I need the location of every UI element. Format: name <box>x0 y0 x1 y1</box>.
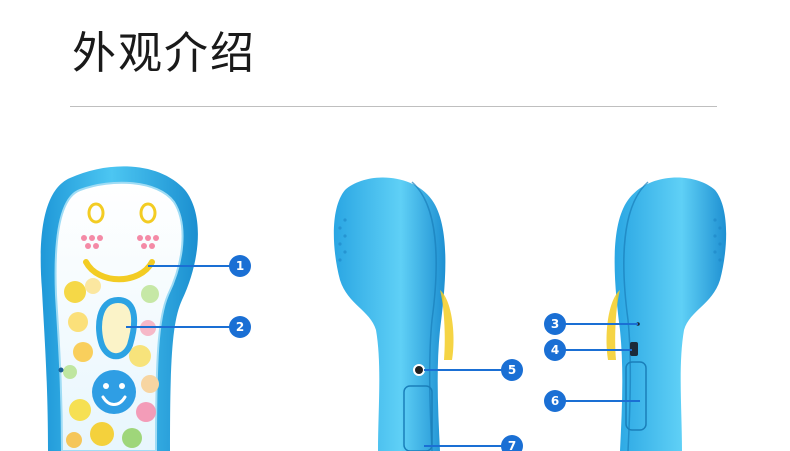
side-shell-right <box>614 177 727 451</box>
side-shell-left <box>333 177 446 451</box>
callout-6: 6 <box>544 390 640 412</box>
device-side-view-left <box>333 177 454 451</box>
device-front-view <box>40 166 198 451</box>
left-cheek-dots <box>81 235 103 249</box>
side-switch-panel <box>625 361 647 431</box>
left-eye-icon <box>87 202 105 224</box>
callout-7: 7 <box>424 435 523 451</box>
side-cover-panel <box>403 385 433 451</box>
side-seam-right <box>623 181 649 451</box>
decorative-smiley-balls <box>63 278 159 448</box>
device-side-view-right <box>606 177 727 451</box>
right-cheek-dots <box>137 235 159 249</box>
callout-7-label: 7 <box>508 439 516 451</box>
side-dot <box>58 367 64 373</box>
callout-5-label: 5 <box>508 363 516 377</box>
callout-6-label: 6 <box>551 394 559 408</box>
front-color-strip-left <box>440 290 454 360</box>
blue-smiley-icon <box>92 370 136 414</box>
side-seam-left <box>411 181 437 451</box>
callout-4-label: 4 <box>551 343 559 357</box>
callout-3-label: 3 <box>551 317 559 331</box>
right-eye-icon <box>139 202 157 224</box>
callout-2: 2 <box>126 316 251 338</box>
callout-2-label: 2 <box>236 320 244 334</box>
usb-port <box>630 342 638 356</box>
speaker-grille-left <box>338 218 347 262</box>
callout-5: 5 <box>424 359 523 381</box>
main-button <box>96 296 138 360</box>
page-title: 外观介绍 <box>72 28 256 79</box>
callout-3: 3 <box>544 313 638 335</box>
title-divider <box>70 106 717 107</box>
smile-indicator-light <box>83 259 155 283</box>
callout-1-label: 1 <box>236 259 244 273</box>
callout-1: 1 <box>148 255 251 277</box>
speaker-grille-right <box>713 218 722 262</box>
callout-4: 4 <box>544 339 632 361</box>
audio-jack <box>413 364 425 376</box>
